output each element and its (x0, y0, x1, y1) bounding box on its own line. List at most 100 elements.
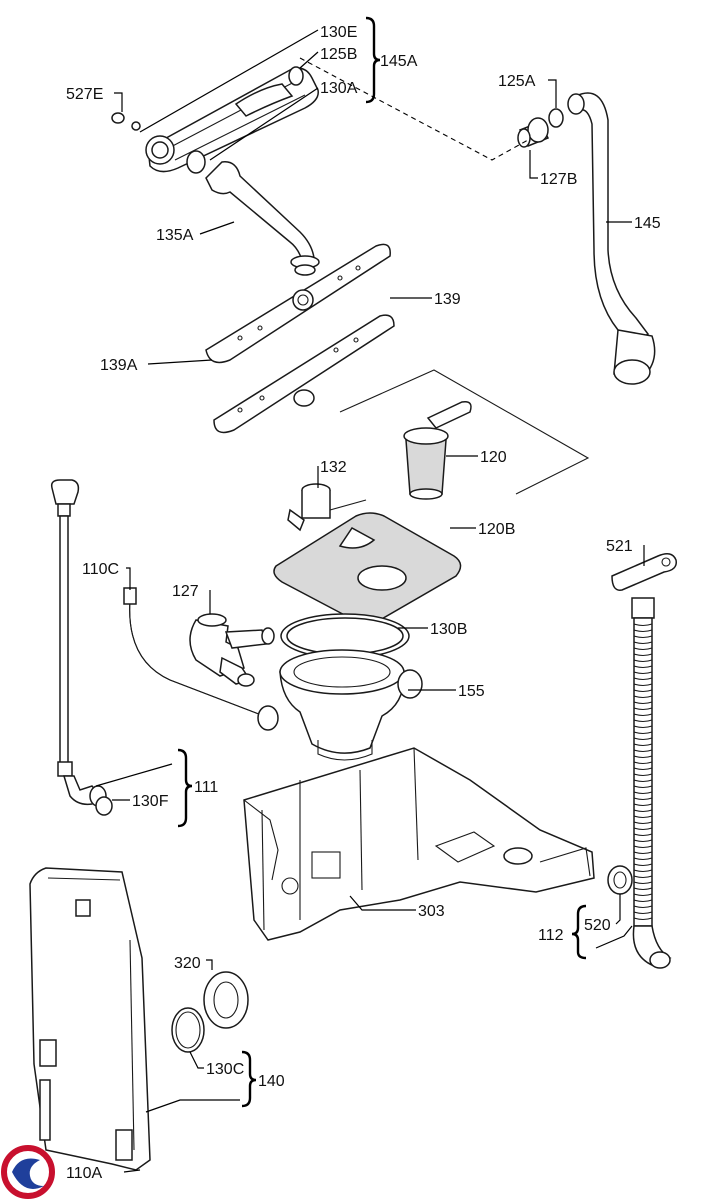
callout-125a: 125A (498, 73, 536, 90)
bracket-111 (177, 748, 193, 828)
part-132 (287, 483, 367, 532)
corrugation-ring (633, 689, 653, 693)
bracket-140 (241, 1050, 257, 1108)
corrugation-ring (633, 839, 653, 843)
lower-spray-arm-139-part (213, 314, 395, 434)
callout-130f: 130F (132, 793, 169, 810)
corrugation-ring (633, 749, 653, 753)
seal-130f-part (95, 796, 113, 816)
hose-corrugation (633, 623, 653, 921)
callout-135a: 135A (156, 227, 194, 244)
side-panel-140-part (29, 867, 151, 1171)
brand-logo (1, 1145, 55, 1199)
corrugation-ring (633, 635, 653, 639)
callout-110c: 110C (82, 561, 119, 578)
corrugation-ring (633, 809, 653, 813)
callout-527e: 527E (66, 86, 103, 103)
corrugation-ring (633, 725, 653, 729)
sump-155-part (279, 649, 423, 761)
corrugation-ring (633, 821, 653, 825)
hose-110c-part (123, 587, 279, 731)
connector-127b-part (517, 117, 550, 148)
callout-145a: 145A (380, 53, 418, 70)
callout-139: 139 (434, 291, 461, 308)
corrugation-ring (633, 881, 653, 885)
corrugation-ring (633, 869, 653, 873)
corrugation-ring (633, 785, 653, 789)
corrugation-ring (633, 797, 653, 801)
corrugation-ring (633, 803, 653, 807)
callout-320: 320 (174, 955, 201, 972)
callout-145: 145 (634, 215, 661, 232)
corrugation-ring (633, 755, 653, 759)
spray-arm-pipe-135a-part (205, 161, 320, 276)
bracket-145a (365, 16, 381, 104)
corrugation-ring (633, 641, 653, 645)
callout-120b: 120B (478, 521, 515, 538)
corrugation-ring (633, 695, 653, 699)
upper-spray-arm-139a-part (205, 243, 391, 364)
corrugation-ring (633, 815, 653, 819)
callout-111: 111 (194, 779, 218, 796)
filter-plate-120b-part (273, 512, 462, 624)
drain-connector-127-part (189, 613, 275, 687)
callout-125b: 125B (320, 46, 357, 63)
corrugation-ring (633, 677, 653, 681)
corrugation-ring (633, 857, 653, 861)
corrugation-ring (633, 905, 653, 909)
callout-132: 132 (320, 459, 347, 476)
filter-group-outline (339, 369, 590, 495)
leader-lines (95, 29, 645, 1173)
bracket-112 (571, 904, 587, 960)
corrugation-ring (633, 917, 653, 921)
corrugation-ring (633, 767, 653, 771)
corrugation-ring (633, 683, 653, 687)
callout-520: 520 (584, 917, 611, 934)
callout-130a: 130A (320, 80, 358, 97)
callout-521: 521 (606, 538, 633, 555)
corrugation-ring (633, 887, 653, 891)
corrugation-ring (633, 743, 653, 747)
callout-130c: 130C (206, 1061, 244, 1078)
callout-127: 127 (172, 583, 199, 600)
seal-125a-part (548, 108, 564, 128)
corrugation-ring (633, 893, 653, 897)
callout-155: 155 (458, 683, 485, 700)
callout-127b: 127B (540, 171, 577, 188)
corrugation-ring (633, 845, 653, 849)
corrugation-ring (633, 851, 653, 855)
corrugation-ring (633, 701, 653, 705)
corrugation-ring (633, 647, 653, 651)
clip-521-part (611, 553, 677, 591)
corrugation-ring (633, 671, 653, 675)
connection-dashed-line (299, 57, 529, 161)
callout-130b: 130B (430, 621, 467, 638)
callout-130e: 130E (320, 24, 357, 41)
corrugation-ring (633, 911, 653, 915)
corrugation-ring (633, 659, 653, 663)
sump-seal-130b-part (280, 613, 410, 659)
o-ring-130a-part (186, 150, 206, 174)
clamp-520-part (607, 865, 633, 895)
corrugation-ring (633, 827, 653, 831)
o-ring-125b-part (288, 66, 304, 86)
corrugation-ring (633, 623, 653, 627)
corrugation-ring (633, 863, 653, 867)
callout-110a: 110A (66, 1165, 103, 1182)
microfilter-120-part (403, 400, 472, 500)
corrugation-ring (633, 875, 653, 879)
corrugation-ring (633, 761, 653, 765)
seal-130c-part (171, 1007, 205, 1053)
corrugation-ring (633, 791, 653, 795)
corrugation-ring (633, 713, 653, 717)
corrugation-ring (633, 779, 653, 783)
corrugation-ring (633, 653, 653, 657)
corrugation-ring (633, 833, 653, 837)
corrugation-ring (633, 899, 653, 903)
drain-hose-112-part (631, 597, 672, 969)
callout-140: 140 (258, 1073, 285, 1090)
callout-labels: 130E 125B 145A 130A 527E 125A 127B 145 1… (66, 24, 661, 1182)
callout-120: 120 (480, 449, 507, 466)
callout-112: 112 (538, 927, 564, 944)
